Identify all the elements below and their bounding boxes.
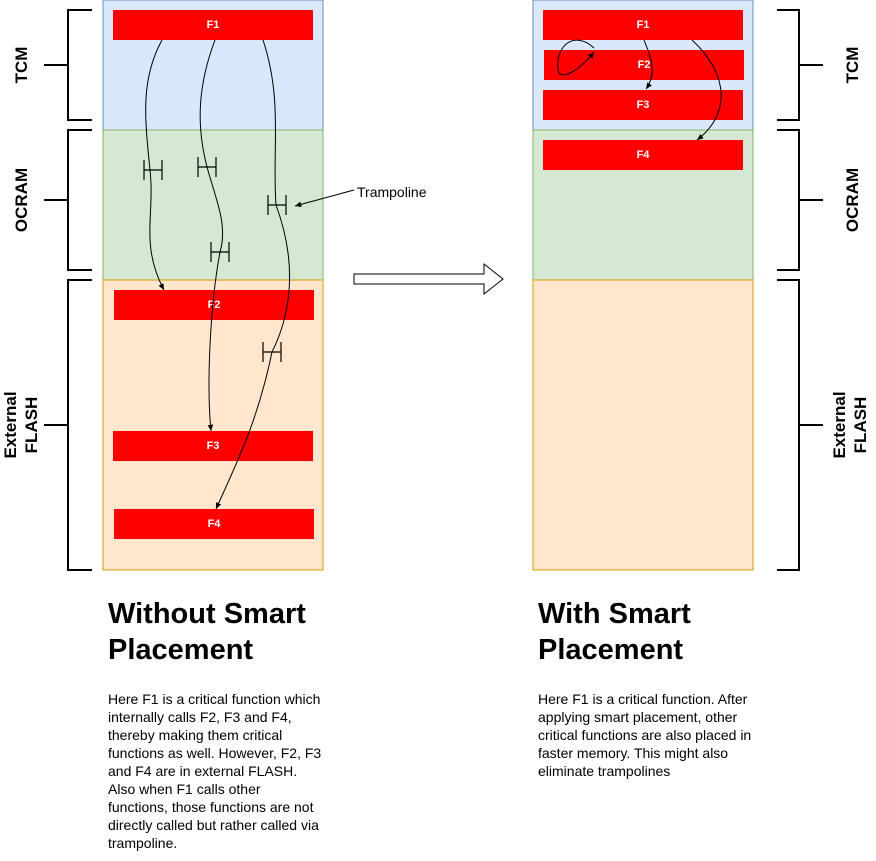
left-ocram-label: OCRAM [12, 168, 31, 232]
right-flash-label-line1: External [830, 391, 849, 458]
right-ocram-label: OCRAM [843, 168, 862, 232]
direct-call-f1-to-f4 [691, 39, 722, 141]
left-tcm-label: TCM [12, 47, 31, 84]
right-tcm-bracket [777, 9, 823, 121]
right-flash-region [532, 279, 754, 571]
left-title-line2: Placement [108, 634, 254, 666]
left-f1-label: F1 [207, 19, 220, 31]
right-description: Here F1 is a critical function. After ap… [538, 691, 752, 779]
call-arrow-f1-to-f4 [215, 39, 291, 510]
right-f4-block [543, 140, 743, 170]
left-flash-label-line1: External [1, 391, 20, 458]
trampoline-icon [210, 242, 230, 262]
transition-arrow [353, 262, 504, 296]
right-title-line1: With Smart [538, 598, 691, 630]
right-tcm-label: TCM [843, 47, 862, 84]
call-arrow-f1-to-f3 [199, 39, 224, 432]
right-ocram-bracket [777, 129, 823, 271]
right-f2-label: F2 [638, 59, 651, 71]
left-description: Here F1 is a critical function which int… [108, 691, 322, 851]
trampoline-icon [267, 195, 287, 215]
left-f3-block [113, 431, 313, 461]
left-f3-label: F3 [207, 440, 220, 452]
trampoline-annotation-arrow [294, 189, 355, 208]
left-brackets [44, 9, 92, 571]
left-ocram-bracket [44, 129, 92, 271]
left-f4-label: F4 [208, 518, 222, 530]
trampoline-icon [262, 342, 282, 362]
left-ocram-region [102, 129, 324, 281]
left-memory-column: F1 F2 F3 F4 [102, 0, 324, 571]
right-flash-label-line2: FLASH [851, 397, 870, 454]
right-f1-block [543, 10, 743, 40]
trampolines [143, 157, 287, 362]
right-f1-label: F1 [637, 19, 650, 31]
left-f1-block [113, 10, 313, 40]
direct-call-f1-to-f2 [557, 39, 595, 76]
right-f2-block [544, 50, 744, 80]
trampoline-icon [143, 160, 163, 180]
left-tcm-bracket [44, 9, 92, 121]
left-title: Without Smart Placement [108, 596, 368, 668]
left-flash-label-line2: FLASH [22, 397, 41, 454]
left-title-line1: Without Smart [108, 598, 306, 630]
right-f4-label: F4 [637, 149, 651, 161]
direct-call-f1-to-f3 [643, 39, 653, 90]
trampoline-annotation-label: Trampoline [357, 184, 427, 200]
right-f3-label: F3 [637, 99, 650, 111]
left-flash-bracket [44, 279, 92, 571]
right-title: With Smart Placement [538, 596, 798, 668]
trampoline-icon [197, 157, 217, 177]
right-brackets [777, 9, 823, 571]
left-f4-block [114, 509, 314, 539]
left-f2-label: F2 [208, 299, 221, 311]
right-flash-bracket [777, 279, 823, 571]
right-title-line2: Placement [538, 634, 684, 666]
right-memory-column: F1 F2 F3 F4 [532, 0, 754, 571]
right-call-arrows [557, 39, 722, 141]
right-f3-block [543, 90, 743, 120]
